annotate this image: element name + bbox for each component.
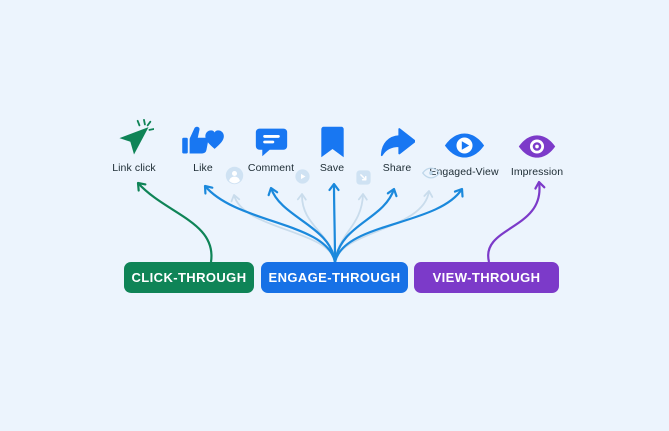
node-label: Like bbox=[193, 162, 213, 174]
engage-arrows bbox=[203, 182, 464, 263]
like-icon bbox=[180, 119, 227, 159]
node-label: Impression bbox=[510, 166, 564, 178]
node-link-click: Link click bbox=[84, 119, 184, 174]
node-like: Like bbox=[153, 119, 253, 174]
engaged-view-icon bbox=[444, 119, 485, 163]
eye-outline-icon bbox=[422, 167, 440, 179]
profile-icon bbox=[225, 166, 244, 185]
node-label: Comment bbox=[247, 162, 295, 174]
category-box-view-through: VIEW-THROUGH bbox=[414, 262, 559, 293]
node-label: Save bbox=[319, 162, 345, 174]
swipe-up-icon bbox=[356, 170, 371, 185]
node-label: Engaged-View bbox=[429, 166, 499, 178]
view-arrow bbox=[487, 180, 546, 263]
faded-arrows bbox=[230, 190, 434, 263]
category-box-click-through: CLICK-THROUGH bbox=[124, 262, 254, 293]
node-save: Save bbox=[282, 119, 382, 174]
cursor-click-icon bbox=[114, 119, 154, 159]
share-icon bbox=[380, 119, 415, 159]
click-arrow bbox=[136, 181, 213, 263]
category-label: CLICK-THROUGH bbox=[131, 270, 247, 285]
save-icon bbox=[319, 119, 346, 159]
node-share: Share bbox=[347, 119, 447, 174]
category-box-engage-through: ENGAGE-THROUGH bbox=[261, 262, 408, 293]
category-label: VIEW-THROUGH bbox=[432, 270, 541, 285]
category-label: ENGAGE-THROUGH bbox=[268, 270, 401, 285]
play-icon bbox=[295, 169, 310, 184]
node-label: Share bbox=[382, 162, 412, 174]
node-impression: Impression bbox=[487, 119, 587, 178]
node-engaged-view: Engaged-View bbox=[414, 119, 514, 178]
impression-icon bbox=[518, 119, 556, 163]
node-comment: Comment bbox=[221, 119, 321, 174]
comment-icon bbox=[254, 119, 289, 159]
node-label: Link click bbox=[112, 162, 156, 174]
